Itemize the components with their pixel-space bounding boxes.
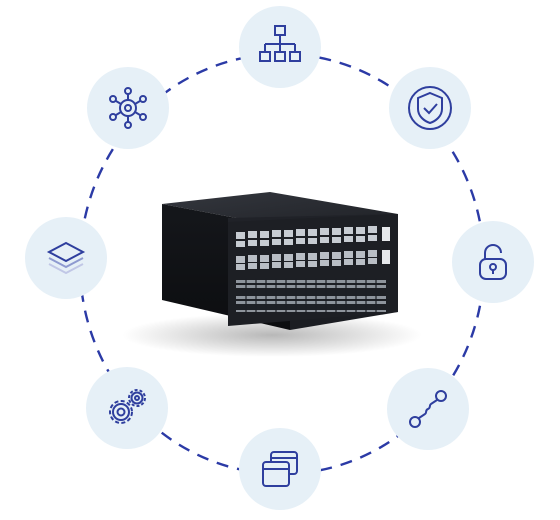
switch-ports-row-3 bbox=[236, 280, 386, 312]
gears-icon bbox=[109, 389, 146, 424]
link-connection-icon bbox=[409, 390, 447, 428]
hub-nodes-icon bbox=[109, 87, 147, 129]
node-layers bbox=[25, 217, 107, 299]
node-windows bbox=[239, 428, 321, 510]
node-hub bbox=[87, 67, 169, 149]
layers-icon bbox=[46, 241, 86, 275]
node-link bbox=[387, 368, 469, 450]
node-network-hierarchy bbox=[239, 6, 321, 88]
node-gears bbox=[86, 367, 168, 449]
node-shield bbox=[389, 67, 471, 149]
node-padlock bbox=[452, 221, 534, 303]
padlock-icon bbox=[479, 243, 507, 280]
shield-check-icon bbox=[408, 86, 452, 130]
switch-ports-row-2 bbox=[236, 250, 390, 270]
switch-ports-row-1 bbox=[236, 226, 390, 247]
window-stack-icon bbox=[262, 451, 298, 487]
network-hierarchy-icon bbox=[259, 25, 301, 62]
